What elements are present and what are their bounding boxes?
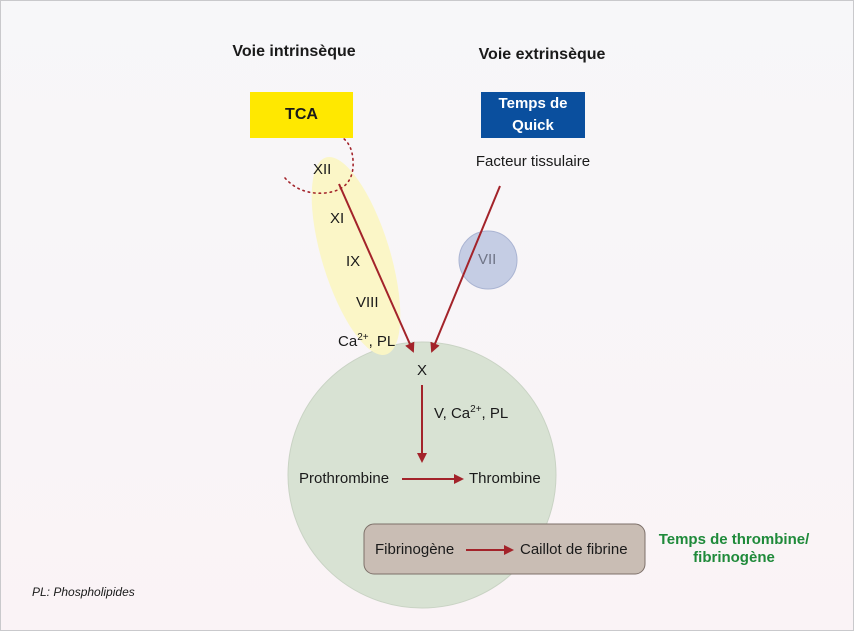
- cofactors-phospholipid-text: , PL: [481, 405, 509, 422]
- calcium-text: Ca: [338, 333, 358, 350]
- factor-viii-label: VIII: [356, 294, 379, 311]
- cofactors-text: V, Ca: [434, 405, 471, 422]
- intrinsic-pathway-ellipse: [311, 157, 401, 355]
- fibrin-clot-label: Caillot de fibrine: [520, 541, 628, 558]
- factor-xi-label: XI: [330, 210, 345, 227]
- tca-label: TCA: [285, 106, 318, 123]
- tca-box: TCA: [250, 92, 353, 138]
- fibrinogen-label: Fibrinogène: [375, 541, 455, 558]
- thrombin-time-line2: fibrinogène: [693, 549, 775, 566]
- extrinsic-pathway-heading: Voie extrinsèque: [478, 46, 606, 63]
- cofactors-label: V, Ca2+, PL: [434, 404, 508, 422]
- quick-label-line1: Temps de: [498, 95, 568, 112]
- thrombin-time-line1: Temps de thrombine/: [658, 531, 810, 548]
- footnote: PL: Phospholipides: [32, 585, 135, 599]
- extrinsic-arrow: [430, 185, 501, 353]
- quick-time-box: Temps de Quick: [481, 92, 585, 138]
- calcium-charge: 2+: [357, 332, 369, 343]
- thrombin-time-label: Temps de thrombine/ fibrinogène: [648, 531, 820, 567]
- intrinsic-pathway-heading: Voie intrinsèque: [232, 43, 356, 60]
- prothrombin-label: Prothrombine: [299, 470, 390, 487]
- factor-vii-circle: [458, 230, 518, 290]
- quick-label-line2: Quick: [512, 117, 554, 134]
- tissue-factor-label: Facteur tissulaire: [475, 153, 591, 170]
- factor-ix-label: IX: [346, 253, 361, 270]
- calcium-phospholipid-label: Ca2+, PL: [338, 332, 395, 350]
- thrombin-label: Thrombine: [469, 470, 541, 487]
- phospholipid-text: , PL: [368, 333, 396, 350]
- cofactors-charge: 2+: [470, 404, 482, 415]
- factor-xii-label: XII: [313, 161, 332, 178]
- factor-vii-label: VII: [478, 251, 497, 268]
- contact-activation-dotted-arc: [284, 137, 354, 195]
- factor-x-label: X: [417, 362, 428, 379]
- intrinsic-arrow: [338, 183, 415, 353]
